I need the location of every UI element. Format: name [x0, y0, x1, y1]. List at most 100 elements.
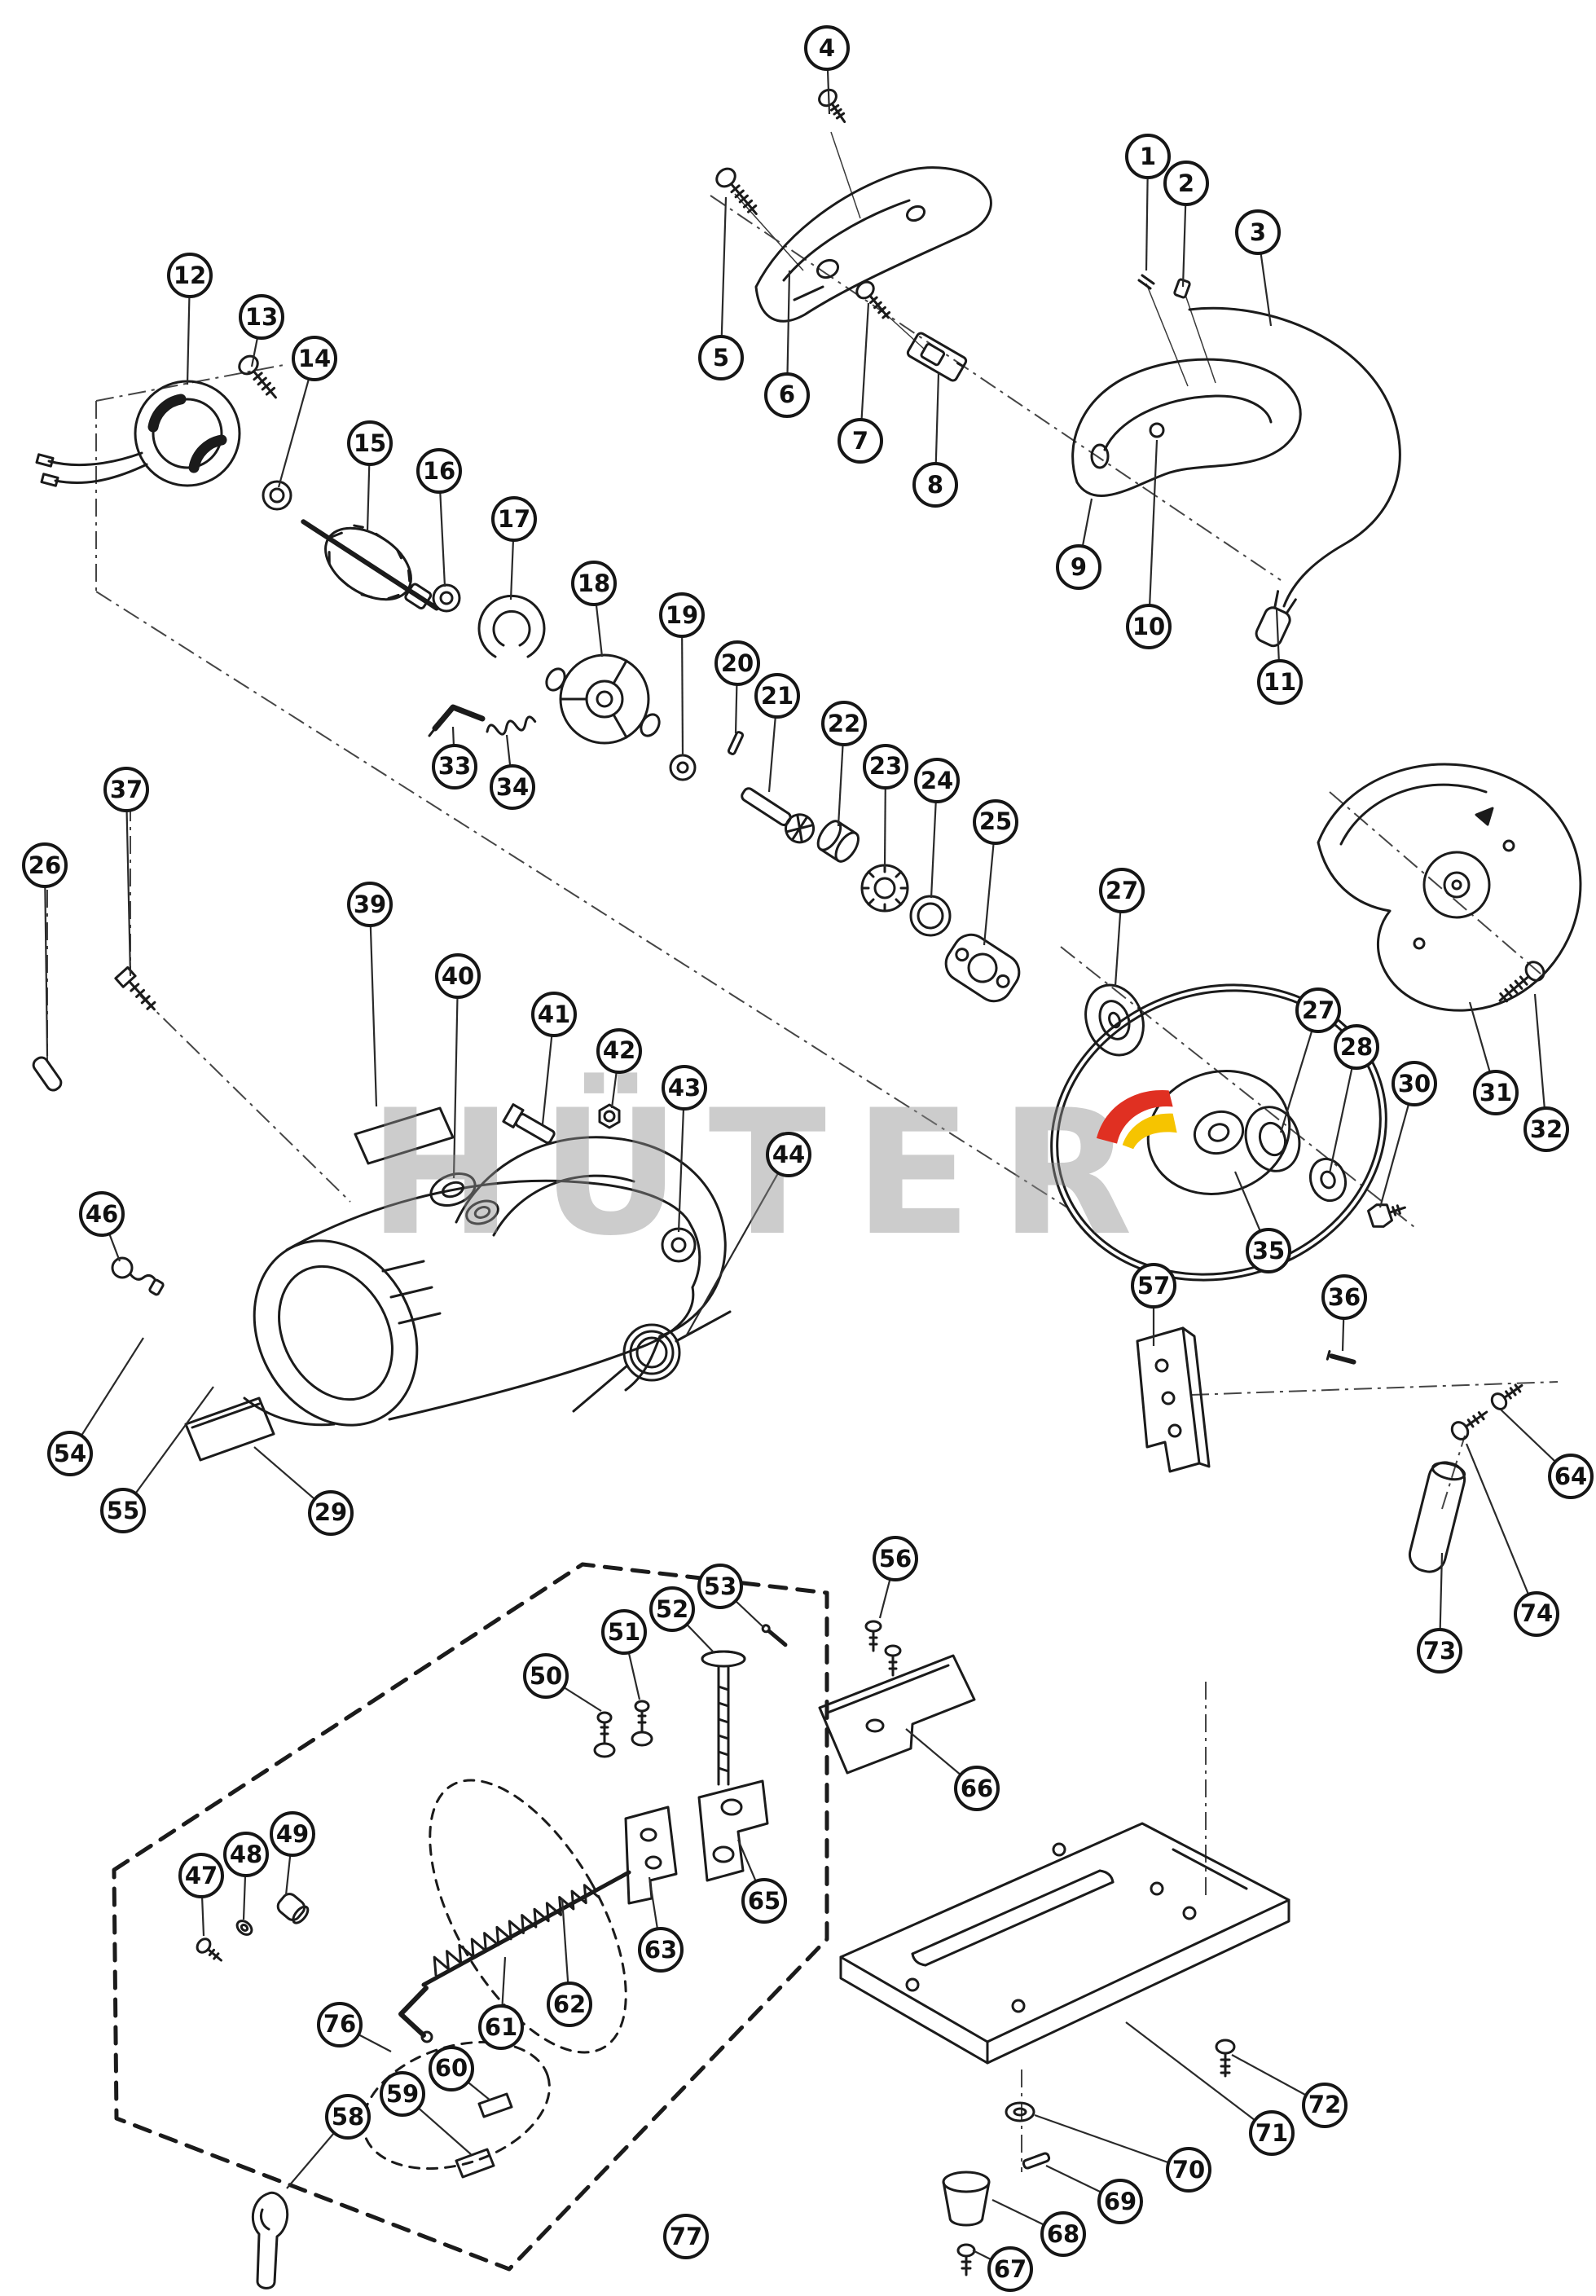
gear-drawing	[860, 864, 909, 913]
screw-13-drawing	[238, 354, 277, 399]
leader-line-9	[1077, 498, 1093, 568]
leader-line-64	[1500, 1409, 1572, 1477]
leader-line-16	[437, 470, 446, 587]
screw-51-drawing	[631, 1700, 653, 1747]
screw-47-drawing	[196, 1938, 222, 1962]
leader-line-74	[1465, 1443, 1538, 1615]
screw-50-drawing	[593, 1711, 616, 1758]
leader-line-70	[1034, 2113, 1189, 2171]
leader-line-24	[930, 780, 939, 899]
fence-drawing	[818, 1654, 976, 1775]
brush-cap-drawing	[111, 1256, 165, 1296]
brush-ring-drawing	[477, 594, 546, 658]
leader-line-2	[1181, 183, 1188, 288]
torsion-spring-drawing	[572, 1310, 732, 1413]
bearing-16-drawing	[432, 583, 461, 613]
logo-red-shape	[1096, 1090, 1173, 1144]
leader-line-28	[1328, 1046, 1358, 1174]
armature-drawing	[301, 519, 439, 611]
hook-drawing	[251, 2191, 289, 2289]
leader-line-7	[859, 302, 870, 442]
outer-flange-drawing	[1244, 1106, 1301, 1172]
spring-34-drawing	[486, 715, 537, 736]
clip-60-drawing	[477, 2092, 513, 2118]
leader-line-27a	[1114, 890, 1123, 987]
leader-line-21	[767, 695, 779, 793]
screw-56a-drawing	[864, 1620, 882, 1652]
bearing-plate-drawing	[545, 653, 661, 745]
leader-line-72	[1231, 2054, 1326, 2106]
bolt-64-drawing	[1490, 1383, 1523, 1410]
screw-56b-drawing	[884, 1644, 902, 1677]
leader-line-14	[277, 358, 316, 488]
handle-cover-drawing	[1071, 358, 1302, 498]
leader-line-1	[1145, 156, 1150, 271]
leader-line-44	[685, 1154, 789, 1337]
leader-line-33	[451, 726, 456, 768]
screw-4-drawing	[818, 88, 846, 123]
leader-line-52	[671, 1608, 714, 1653]
rubber-foot-drawing	[942, 2171, 991, 2227]
pin-53-drawing	[761, 1624, 788, 1647]
small-clip-drawing	[1173, 278, 1191, 299]
leader-line-32	[1533, 993, 1548, 1130]
leader-line-62	[561, 1898, 571, 2005]
clip-59-drawing	[455, 2148, 495, 2179]
clamp-plate-drawing	[697, 1779, 769, 1882]
nut-42-drawing	[598, 1103, 621, 1129]
leader-line-49	[284, 1833, 294, 1896]
leader-line-25	[983, 821, 997, 946]
leader-line-26	[43, 864, 49, 1057]
bearing-14-drawing	[262, 480, 292, 511]
leader-line-18	[592, 583, 604, 658]
arbor-bolt-drawing	[1366, 1203, 1406, 1228]
leader-line-5	[719, 196, 728, 358]
leader-line-69	[1045, 2165, 1121, 2202]
leader-line-39	[368, 904, 378, 1107]
leader-line-42	[610, 1050, 621, 1109]
logo-yellow-shape	[1122, 1113, 1177, 1150]
leader-line-63	[648, 1876, 662, 1951]
leader-line-55	[122, 1386, 214, 1511]
screw-7-drawing	[855, 280, 891, 319]
leader-line-40	[452, 975, 459, 1179]
washer-28-drawing	[1308, 1157, 1348, 1203]
small-pin-drawing	[1137, 274, 1155, 290]
leader-lines	[43, 47, 1572, 2270]
leader-line-51	[622, 1631, 641, 1700]
leader-line-27b	[1279, 1009, 1320, 1133]
carry-handle-drawing	[754, 166, 992, 323]
base-plate-drawing	[839, 1822, 1290, 2065]
leader-line-50	[545, 1675, 602, 1712]
pin-69-drawing	[1022, 2152, 1051, 2170]
leader-line-37	[125, 789, 132, 975]
leader-line-41	[541, 1014, 556, 1125]
cover-plate-drawing	[184, 1397, 275, 1462]
sub-assembly-boundary	[112, 1562, 829, 2272]
leader-line-66	[905, 1728, 978, 1789]
power-plug-drawing	[1255, 590, 1297, 648]
leader-line-68	[991, 2199, 1064, 2235]
screw-67-drawing	[956, 2243, 976, 2276]
power-cable-drawing	[1188, 306, 1401, 648]
bolt-74-drawing	[1450, 1410, 1488, 1440]
bearing-19-drawing	[669, 754, 697, 781]
leader-line-15	[366, 442, 372, 532]
flange-25-drawing	[944, 933, 1021, 1003]
leader-line-54	[69, 1337, 144, 1454]
leader-line-4	[825, 47, 831, 115]
vise-screw-drawing	[398, 1870, 631, 2043]
ring-24-drawing	[909, 895, 952, 937]
detail-group-outlines	[362, 1779, 627, 2171]
leader-line-6	[785, 270, 791, 396]
bolt-72-drawing	[1215, 2039, 1236, 2078]
assembly-lines	[734, 131, 1216, 387]
switch-drawing	[906, 332, 968, 382]
wrench-drawing	[428, 704, 486, 737]
leader-line-58	[286, 2116, 349, 2189]
leader-line-10	[1147, 439, 1159, 627]
leader-line-19	[680, 614, 684, 757]
leader-line-43	[677, 1087, 686, 1233]
plate-39-drawing	[354, 1106, 455, 1165]
